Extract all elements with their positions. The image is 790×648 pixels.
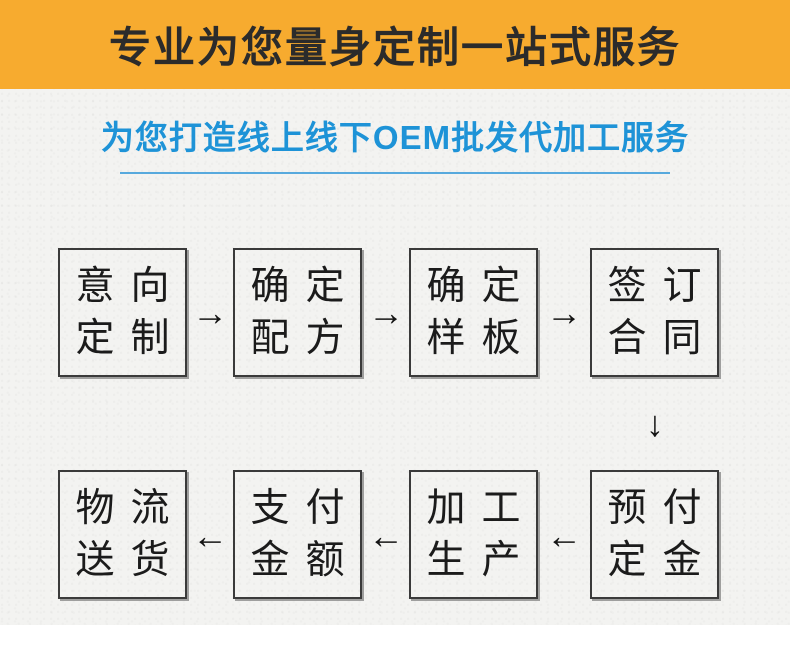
step-label-line: 配方 — [250, 316, 361, 360]
step-label-line: 支付 — [250, 486, 361, 530]
step-label-line: 合同 — [607, 316, 718, 360]
arrow-right-icon: → — [192, 292, 228, 333]
step-label-line: 金额 — [250, 538, 361, 582]
flow-step-prepay-deposit: 预付 定金 — [590, 470, 719, 599]
banner-title: 专业为您量身定制一站式服务 — [108, 24, 681, 71]
step-label-line: 定制 — [75, 316, 186, 360]
arrow-left-icon: ← — [368, 515, 404, 556]
subtitle-section: 为您打造线上线下OEM批发代加工服务 — [0, 116, 790, 174]
subtitle-text: 为您打造线上线下OEM批发代加工服务 — [100, 119, 690, 156]
flow-step-confirm-formula: 确定 配方 — [233, 248, 362, 377]
bottom-strip — [0, 625, 790, 648]
arrow-left-icon: ← — [546, 515, 582, 556]
flow-step-sign-contract: 签订 合同 — [590, 248, 719, 377]
step-label-line: 意向 — [75, 264, 186, 308]
arrow-right-icon: → — [368, 292, 404, 333]
arrow-down-icon: ↓ — [646, 403, 664, 444]
subtitle-underline — [120, 172, 670, 174]
step-label-line: 送货 — [75, 538, 186, 582]
banner: 专业为您量身定制一站式服务 — [0, 0, 790, 89]
step-label-line: 签订 — [607, 264, 718, 308]
step-label-line: 预付 — [607, 486, 718, 530]
flow-step-processing-production: 加工 生产 — [409, 470, 538, 599]
flow-step-pay-amount: 支付 金额 — [233, 470, 362, 599]
step-label-line: 确定 — [426, 264, 537, 308]
step-label-line: 样板 — [426, 316, 537, 360]
flow-step-intent-custom: 意向 定制 — [58, 248, 187, 377]
arrow-left-icon: ← — [192, 515, 228, 556]
arrow-right-icon: → — [546, 292, 582, 333]
step-label-line: 确定 — [250, 264, 361, 308]
step-label-line: 生产 — [426, 538, 537, 582]
step-label-line: 物流 — [75, 486, 186, 530]
step-label-line: 加工 — [426, 486, 537, 530]
flow-step-confirm-sample: 确定 样板 — [409, 248, 538, 377]
flow-step-logistics-delivery: 物流 送货 — [58, 470, 187, 599]
step-label-line: 定金 — [607, 538, 718, 582]
